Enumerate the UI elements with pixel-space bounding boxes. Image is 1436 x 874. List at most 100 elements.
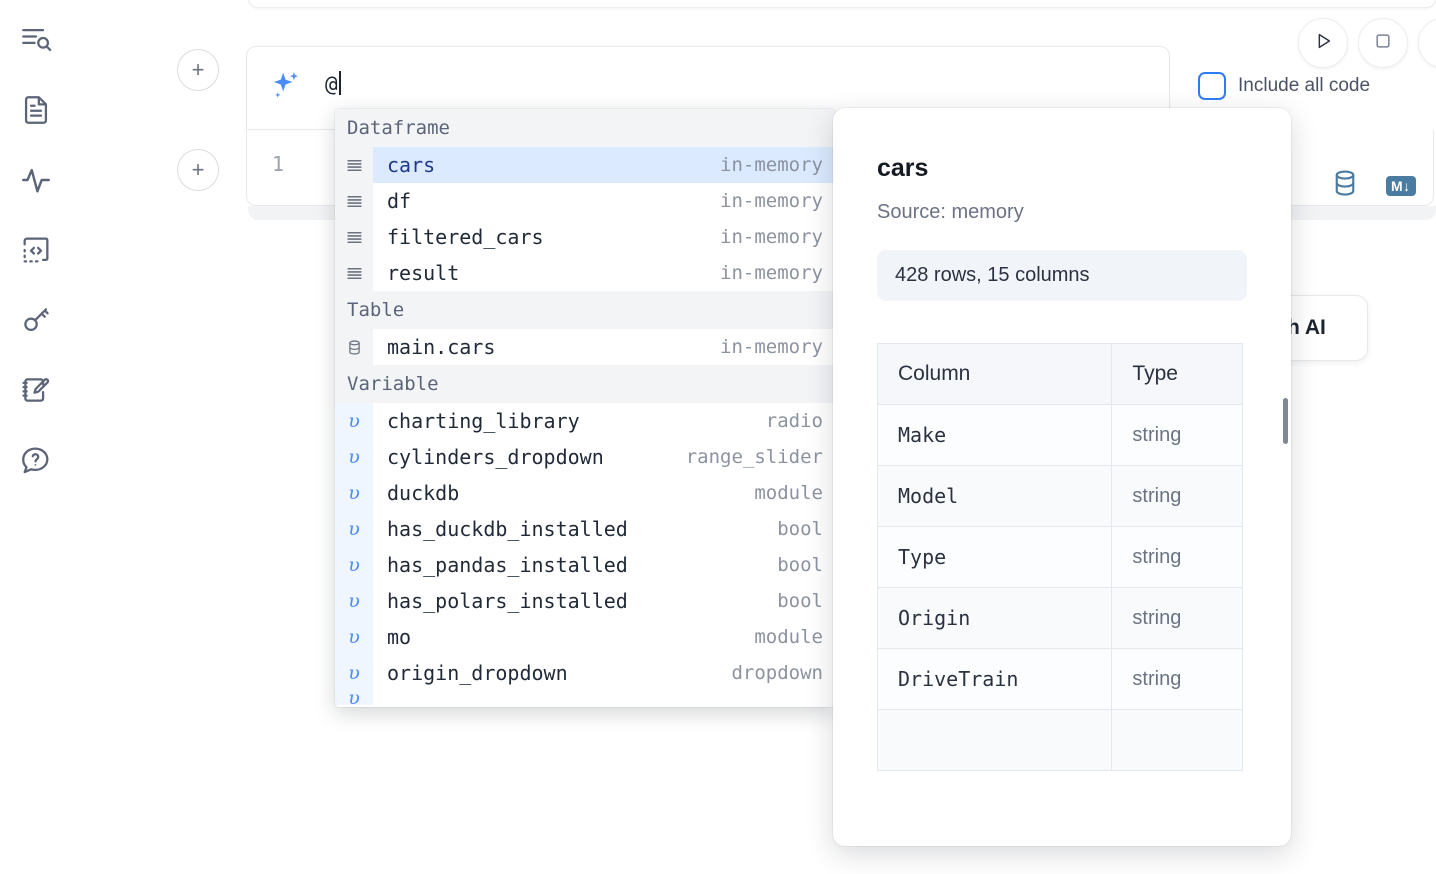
column-type: string [1111, 587, 1243, 649]
autocomplete-item-type: dropdown [731, 662, 823, 684]
autocomplete-item-name: mo [387, 625, 412, 649]
variable-icon: υ [335, 655, 373, 691]
ai-prompt-input[interactable]: @ [325, 69, 341, 99]
plus-icon: + [191, 157, 205, 182]
sidebar-item-activity[interactable] [14, 158, 58, 202]
play-icon [1312, 30, 1334, 57]
autocomplete-item-type: in-memory [720, 226, 823, 248]
autocomplete-item-name: result [387, 261, 460, 285]
column-name: Origin [876, 587, 1113, 649]
autocomplete-item-charting-library[interactable]: υ charting_library radio [335, 403, 835, 439]
autocomplete-item-cylinders-dropdown[interactable]: υ cylinders_dropdown range_slider [335, 439, 835, 475]
autocomplete-item-name: cylinders_dropdown [387, 445, 604, 469]
sidebar-item-secrets[interactable] [14, 298, 58, 342]
autocomplete-item-name: has_polars_installed [387, 589, 628, 613]
run-button[interactable] [1298, 18, 1348, 68]
more-actions-button[interactable] [1418, 18, 1436, 68]
sidebar-item-file[interactable] [14, 88, 58, 132]
autocomplete-group-header: Table [335, 291, 835, 329]
key-icon [19, 303, 53, 337]
autocomplete-item-has-pandas-installed[interactable]: υ has_pandas_installed bool [335, 547, 835, 583]
stop-button[interactable] [1358, 18, 1408, 68]
autocomplete-item-name: has_duckdb_installed [387, 517, 628, 541]
autocomplete-item-main-cars[interactable]: main.cars in-memory [335, 329, 835, 365]
autocomplete-item-type: in-memory [720, 154, 823, 176]
autocomplete-item-cars[interactable]: cars in-memory [335, 147, 835, 183]
autocomplete-item-type: in-memory [720, 190, 823, 212]
sparkle-icon [269, 69, 303, 103]
autocomplete-item-name: duckdb [387, 481, 460, 505]
scratchpad-icon [19, 373, 53, 407]
database-icon[interactable] [1330, 168, 1360, 203]
generate-with-ai-label: h AI [1287, 316, 1326, 339]
autocomplete-item-name: has_pandas_installed [387, 553, 628, 577]
autocomplete-item-origin-dropdown[interactable]: υ origin_dropdown dropdown [335, 655, 835, 691]
column-header: Column [876, 343, 1113, 405]
autocomplete-item-type: bool [777, 590, 823, 612]
autocomplete-item-df[interactable]: df in-memory [335, 183, 835, 219]
doc-shape-badge: 428 rows, 15 columns [877, 250, 1247, 301]
sidebar-item-snippets[interactable] [14, 228, 58, 272]
table-header-row: Column Type [876, 343, 1243, 405]
variable-icon: υ [335, 439, 373, 475]
table-row: Origin string [876, 587, 1243, 649]
doc-scrollbar[interactable] [1283, 398, 1288, 444]
autocomplete-item-result[interactable]: result in-memory [335, 255, 835, 291]
autocomplete-item-partial[interactable]: υ [335, 691, 835, 705]
dataframe-icon [335, 183, 373, 219]
table-row [876, 709, 1243, 771]
code-block-icon [19, 233, 53, 267]
column-type: string [1111, 526, 1243, 588]
table-row: Model string [876, 465, 1243, 527]
variable-icon: υ [335, 583, 373, 619]
column-type: string [1111, 465, 1243, 527]
type-header: Type [1111, 343, 1243, 405]
doc-source: Source: memory [877, 201, 1024, 223]
variable-icon: υ [335, 547, 373, 583]
autocomplete-item-filtered-cars[interactable]: filtered_cars in-memory [335, 219, 835, 255]
text-caret [338, 71, 341, 95]
table-row: Make string [876, 404, 1243, 466]
autocomplete-item-name: df [387, 189, 412, 213]
activity-icon [19, 163, 53, 197]
sidebar-item-help[interactable] [14, 438, 58, 482]
add-cell-button-bottom[interactable]: + [177, 149, 219, 191]
autocomplete-item-type: bool [777, 554, 823, 576]
table-row: Type string [876, 526, 1243, 588]
column-name: Model [876, 465, 1113, 527]
autocomplete-item-type: range_slider [685, 446, 823, 468]
line-number: 1 [272, 152, 285, 176]
markdown-icon[interactable]: M↓ [1386, 175, 1416, 196]
autocomplete-dropdown[interactable]: Dataframe cars in-memory df in-memory [335, 109, 835, 707]
autocomplete-item-name: filtered_cars [387, 225, 544, 249]
column-type: string [1111, 404, 1243, 466]
autocomplete-item-has-duckdb-installed[interactable]: υ has_duckdb_installed bool [335, 511, 835, 547]
sidebar-item-scratchpad[interactable] [14, 368, 58, 412]
sidebar-item-explore[interactable] [14, 18, 58, 62]
autocomplete-item-duckdb[interactable]: υ duckdb module [335, 475, 835, 511]
file-text-icon [19, 93, 53, 127]
sidebar [0, 0, 72, 874]
autocomplete-item-name: main.cars [387, 335, 496, 359]
table-row: DriveTrain string [876, 648, 1243, 710]
dataframe-icon [335, 219, 373, 255]
autocomplete-item-type: bool [777, 518, 823, 540]
variable-icon: υ [335, 475, 373, 511]
autocomplete-item-mo[interactable]: υ mo module [335, 619, 835, 655]
help-chat-icon [19, 443, 53, 477]
include-all-code-checkbox[interactable] [1198, 72, 1226, 100]
doc-title: cars [877, 154, 929, 182]
variable-icon: υ [335, 619, 373, 655]
autocomplete-item-has-polars-installed[interactable]: υ has_polars_installed bool [335, 583, 835, 619]
dataframe-icon [335, 147, 373, 183]
column-name: DriveTrain [876, 648, 1113, 710]
autocomplete-item-type: module [754, 626, 823, 648]
previous-cell-edge [248, 0, 1436, 8]
autocomplete-item-name: cars [387, 153, 436, 177]
plus-icon: + [191, 57, 205, 82]
autocomplete-item-type: radio [765, 410, 823, 432]
cell-type-icons: M↓ [1330, 168, 1416, 203]
add-cell-button-top[interactable]: + [177, 49, 219, 91]
include-all-code-row[interactable]: Include all code [1198, 72, 1370, 100]
